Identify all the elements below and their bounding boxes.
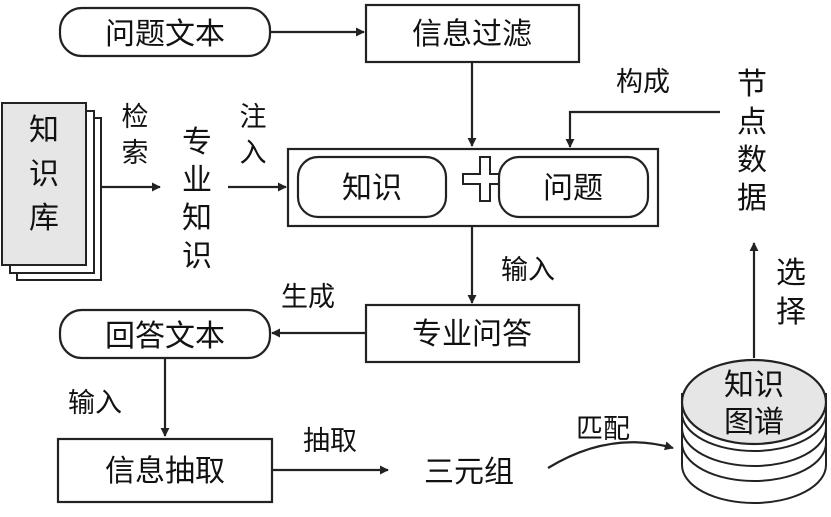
info-filter-node: 信息过滤 [364,3,581,64]
select-label-1: 选 [776,256,806,291]
nd-char-4: 据 [737,181,767,216]
dk-char-2: 业 [182,163,212,198]
nd-char-2: 点 [737,105,767,140]
knowledge-question-combo: 知识 问题 [286,147,660,228]
extract-label: 抽取 [303,426,357,457]
question-label: 问题 [543,171,603,206]
nd-char-3: 数 [737,143,767,178]
compose-label: 构成 [616,67,670,98]
triple-to-kg-arrow [547,441,674,469]
answer-text-node: 回答文本 [58,308,272,360]
inject-label-2: 入 [240,138,267,169]
kg-label-1: 知识 [724,368,784,403]
input-label-2: 输入 [68,388,122,419]
info-extract-label: 信息抽取 [105,454,225,489]
knowledge-label: 知识 [342,171,402,206]
select-label-2: 择 [776,295,806,330]
pro-qa-label: 专业问答 [412,317,532,352]
nd-char-1: 节 [737,67,767,102]
match-label: 匹配 [576,414,630,445]
question-pill [497,155,650,219]
question-text-node: 问题文本 [58,6,272,58]
knowledge-pill [296,155,448,219]
knowledge-graph-cylinder: 知识 图谱 [680,358,828,504]
retrieve-label-1: 检 [122,102,149,133]
kg-label-2: 图谱 [724,405,784,440]
dk-char-4: 识 [182,239,212,274]
generate-label: 生成 [281,282,335,313]
dk-char-3: 知 [182,201,212,236]
dk-char-1: 专 [182,125,212,160]
domain-knowledge-node: 专 业 知 识 [182,125,212,274]
kb-char-1: 知 [29,113,59,148]
inject-label-1: 注 [240,102,267,133]
kb-char-2: 识 [29,157,59,192]
pro-qa-node: 专业问答 [364,303,581,364]
retrieve-label-2: 索 [122,138,149,169]
input-label-1: 输入 [501,255,555,286]
answer-text-label: 回答文本 [105,319,225,354]
info-extract-node: 信息抽取 [56,437,274,504]
info-filter-label: 信息过滤 [412,17,532,52]
nodedata-to-combo-arrow [565,110,720,148]
question-text-label: 问题文本 [105,17,225,52]
kb-char-3: 库 [29,201,59,236]
triple-node: 三元组 [424,455,514,490]
node-data-node: 节 点 数 据 [737,67,767,216]
knowledge-base-stack: 知 识 库 [1,102,102,281]
